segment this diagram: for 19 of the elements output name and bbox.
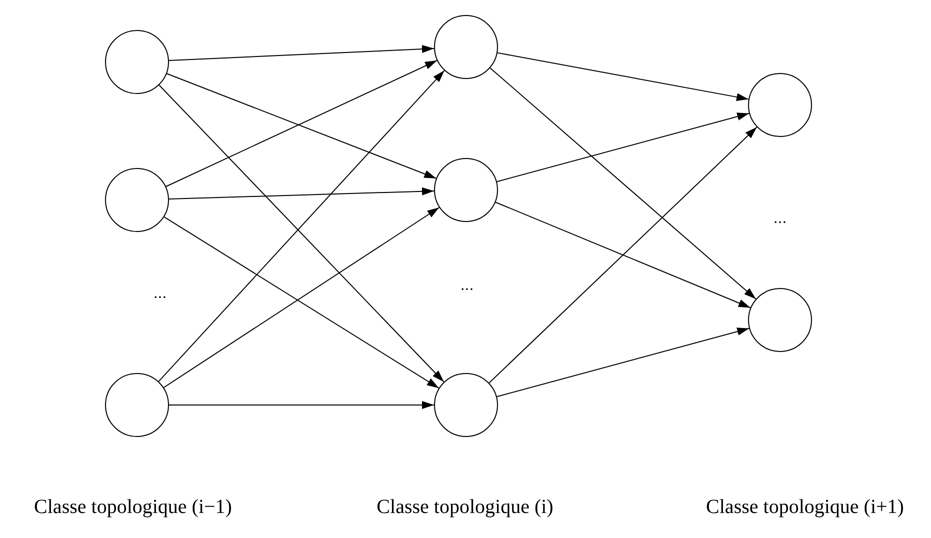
node-circle — [434, 15, 498, 79]
arrow — [168, 45, 435, 62]
ellipsis: ... — [153, 285, 167, 303]
ellipsis: ... — [460, 277, 474, 295]
column-caption: Classe topologique (i) — [376, 496, 554, 519]
arrow — [168, 401, 434, 409]
arrow — [496, 328, 750, 398]
arrow — [166, 60, 438, 187]
column-caption: Classe topologique (i−1) — [34, 496, 232, 519]
column-caption: Classe topologique (i+1) — [706, 496, 904, 519]
arrow — [496, 52, 750, 101]
arrow — [490, 68, 756, 300]
arrow — [166, 73, 437, 179]
node-circle — [434, 373, 498, 437]
arrow — [168, 187, 435, 200]
arrow — [496, 112, 750, 182]
arrow — [488, 126, 758, 384]
ellipsis: ... — [773, 210, 787, 228]
arrow — [495, 202, 751, 308]
